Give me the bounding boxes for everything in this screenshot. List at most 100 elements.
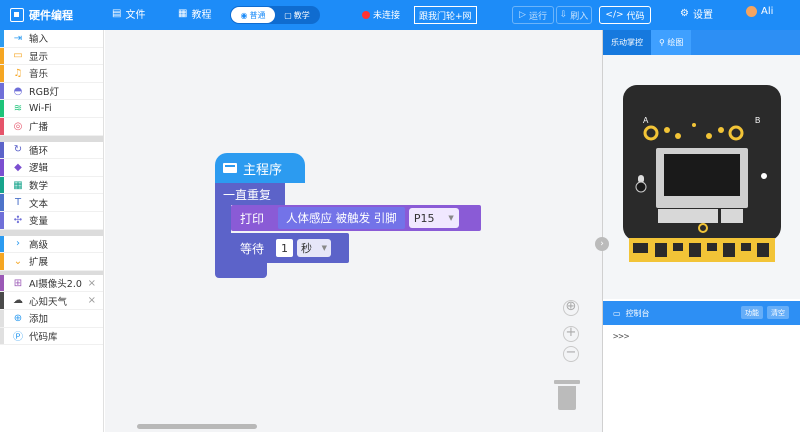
display-icon: ▭ — [13, 50, 23, 62]
board-preview: A B › — [595, 55, 800, 299]
user-menu-button[interactable]: Ali — [746, 6, 773, 17]
sidebar-item-label: 音乐 — [29, 69, 49, 81]
category-color-bar — [0, 274, 4, 292]
sidebar-item-label: 显示 — [29, 51, 49, 63]
settings-button[interactable]: ⚙ 设置 — [680, 8, 713, 21]
tutorial-menu-button[interactable]: ▦ 教程 — [178, 8, 212, 21]
eye-icon: ◉ — [240, 10, 248, 20]
category-color-bar — [0, 253, 4, 270]
sidebar-item[interactable]: ⊕添加 — [0, 309, 103, 328]
category-color-bar — [0, 159, 4, 176]
camera-icon: ⊞ — [13, 277, 23, 289]
sidebar-item[interactable]: ☁ 心知天气 × — [0, 292, 103, 310]
print-block[interactable]: 打印 人体感应 被触发 引脚 P15 ▼ — [231, 205, 481, 231]
board-icon: ▢ — [284, 10, 292, 20]
sidebar-item[interactable]: › 高级 — [0, 235, 103, 254]
console-clear-button[interactable]: 清空 — [767, 306, 789, 319]
time-unit-dropdown[interactable]: 秒 ▼ — [297, 239, 332, 257]
sidebar-item[interactable]: ♫音乐 — [0, 65, 103, 83]
sidebar-item[interactable]: ✣变量 — [0, 211, 103, 230]
workspace-scrollbar[interactable] — [137, 424, 257, 429]
bulb-icon: ◓ — [13, 85, 23, 97]
zoom-in-icon[interactable]: + — [563, 326, 579, 342]
flash-button[interactable]: ⇩ 刷入 — [556, 6, 592, 24]
collapse-panel-icon[interactable]: › — [595, 237, 609, 251]
console-function-button[interactable]: 功能 — [741, 306, 763, 319]
port-select-button[interactable]: 跟我门轮+网 — [414, 6, 477, 24]
pir-sensor-block[interactable]: 人体感应 被触发 引脚 — [278, 207, 405, 229]
file-menu-button[interactable]: ▤ 文件 — [112, 8, 146, 21]
sidebar-item-label: 文本 — [29, 198, 49, 210]
sidebar-item[interactable]: ◓RGB灯 — [0, 82, 103, 101]
category-color-bar — [0, 141, 4, 159]
broadcast-icon: ◎ — [13, 120, 23, 132]
tab-draw[interactable]: ⚲ 绘图 — [651, 30, 692, 55]
status-dot-icon — [362, 10, 370, 19]
text-icon: T — [14, 197, 22, 209]
gear-icon: ⚙ — [680, 8, 689, 19]
weather-icon: ☁ — [13, 295, 23, 307]
category-color-bar — [0, 176, 4, 194]
category-color-bar — [0, 47, 4, 65]
category-color-bar — [0, 211, 4, 229]
sidebar-item-label: 变量 — [29, 216, 49, 228]
download-icon: ⇩ — [559, 10, 568, 20]
sidebar-item[interactable]: ≋Wi-Fi — [0, 100, 103, 118]
brand: 硬件编程 — [10, 7, 73, 23]
chip-icon — [223, 163, 237, 173]
file-icon: ▤ — [112, 8, 122, 19]
main-program-block[interactable]: 主程序 — [215, 153, 305, 183]
sidebar-item[interactable]: ↻循环 — [0, 141, 103, 160]
mode-switch: ◉ 普通 ▢ 教学 — [230, 6, 320, 24]
wait-value-input[interactable]: 1 — [276, 239, 294, 257]
sidebar-item[interactable]: ⌄扩展 — [0, 253, 103, 271]
sidebar-item-label: 添加 — [29, 314, 49, 326]
chevron-down-icon: ⌄ — [13, 255, 23, 267]
category-color-bar — [0, 65, 4, 82]
mode-teach-button[interactable]: ▢ 教学 — [284, 10, 310, 20]
sidebar-item-label: 代码库 — [29, 331, 58, 343]
sidebar-item-label: 循环 — [29, 145, 49, 157]
run-button[interactable]: ▷ 运行 — [512, 6, 554, 24]
wait-block[interactable]: 等待 1 秒 ▼ — [231, 233, 349, 263]
sidebar-item[interactable]: ▭ 显示 — [0, 47, 103, 66]
sidebar-item[interactable]: ◆逻辑 — [0, 159, 103, 177]
category-color-bar — [0, 235, 4, 253]
pin-dropdown[interactable]: P15 ▼ — [408, 208, 459, 228]
console-output[interactable]: >>> — [613, 332, 630, 342]
zoom-out-icon[interactable]: − — [563, 346, 579, 362]
trash-icon[interactable] — [554, 380, 580, 410]
dropdown-arrow-icon: ▼ — [448, 214, 454, 222]
chevron-right-icon: › — [16, 238, 20, 250]
category-color-bar — [0, 100, 4, 117]
sidebar-item[interactable]: ◎广播 — [0, 117, 103, 136]
sidebar-item-label: 输入 — [29, 34, 49, 46]
forever-loop-arm[interactable] — [215, 205, 231, 265]
sidebar-item-label: 高级 — [29, 239, 49, 251]
connection-status[interactable]: 未连接 — [362, 8, 400, 21]
divider — [0, 229, 103, 236]
code-button[interactable]: </> 代码 — [599, 6, 651, 24]
sidebar-item[interactable]: ⇥输入 — [0, 30, 103, 48]
recenter-icon[interactable]: ⊕ — [563, 300, 579, 316]
sidebar-item[interactable]: ▦数学 — [0, 176, 103, 195]
mode-normal-button[interactable]: ◉ 普通 — [231, 7, 275, 23]
close-icon[interactable]: × — [87, 277, 96, 289]
book-icon: ▦ — [178, 8, 188, 19]
play-icon: ▷ — [519, 10, 526, 20]
forever-loop-block[interactable]: 一直重复 — [215, 183, 285, 205]
close-icon[interactable]: × — [87, 295, 96, 307]
forever-loop-foot[interactable] — [215, 263, 267, 278]
category-color-bar — [0, 194, 4, 211]
tab-simulator[interactable]: 乐动掌控 — [603, 30, 651, 55]
math-icon: ▦ — [13, 179, 23, 191]
category-color-bar — [0, 117, 4, 135]
sidebar-item[interactable]: T 文本 — [0, 194, 103, 212]
panel-tabs: 乐动掌控 ⚲ 绘图 — [603, 30, 800, 55]
sidebar-item-label: 心知天气 — [29, 296, 68, 308]
sidebar-item[interactable]: ⊞AI摄像头2.0× — [0, 274, 103, 293]
chip-logo-icon — [10, 8, 24, 22]
block-workspace[interactable] — [105, 30, 602, 432]
